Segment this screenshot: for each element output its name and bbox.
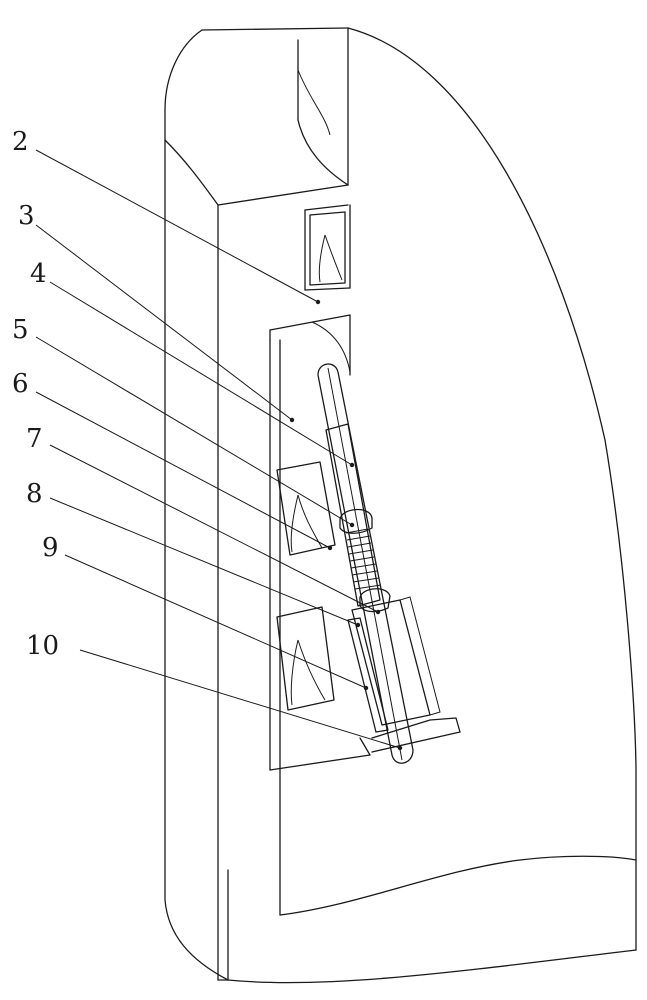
leader-dot-3 bbox=[289, 417, 295, 423]
label-10: 10 bbox=[26, 631, 59, 661]
lower-slot bbox=[276, 606, 335, 711]
central-cavity bbox=[269, 339, 637, 916]
leader-2 bbox=[35, 149, 319, 303]
label-9: 9 bbox=[42, 533, 59, 563]
label-7: 7 bbox=[26, 424, 43, 454]
leader-dot-2 bbox=[315, 299, 321, 305]
leader-8 bbox=[49, 497, 359, 626]
housing-body bbox=[164, 27, 637, 984]
leader-lines bbox=[35, 149, 403, 751]
leader-dot-6 bbox=[327, 545, 333, 551]
label-4: 4 bbox=[30, 259, 47, 289]
leader-10 bbox=[79, 649, 401, 749]
leader-dot-8 bbox=[355, 622, 361, 628]
inner-wall bbox=[217, 204, 229, 981]
leader-dot-9 bbox=[363, 685, 369, 691]
leader-7 bbox=[49, 444, 379, 613]
leader-dot-10 bbox=[397, 745, 403, 751]
label-6: 6 bbox=[12, 369, 29, 399]
label-8: 8 bbox=[26, 479, 43, 509]
leader-dot-5 bbox=[349, 522, 355, 528]
label-2: 2 bbox=[12, 127, 29, 157]
leader-5 bbox=[35, 336, 353, 526]
label-3: 3 bbox=[18, 201, 35, 231]
leader-4 bbox=[49, 281, 353, 466]
upper-slot bbox=[304, 204, 351, 291]
leader-dot-4 bbox=[349, 462, 355, 468]
leader-9 bbox=[64, 554, 367, 689]
reference-numerals: 2 3 4 5 6 7 8 9 10 bbox=[12, 127, 59, 661]
leader-6 bbox=[35, 391, 331, 549]
spring bbox=[339, 508, 391, 613]
label-5: 5 bbox=[12, 315, 29, 345]
rod-assembly bbox=[317, 363, 461, 764]
leader-3 bbox=[35, 224, 293, 421]
middle-slot bbox=[276, 461, 336, 556]
top-rounded-face bbox=[164, 27, 349, 206]
shelf-ledge bbox=[269, 314, 351, 376]
leader-dot-7 bbox=[375, 609, 381, 615]
